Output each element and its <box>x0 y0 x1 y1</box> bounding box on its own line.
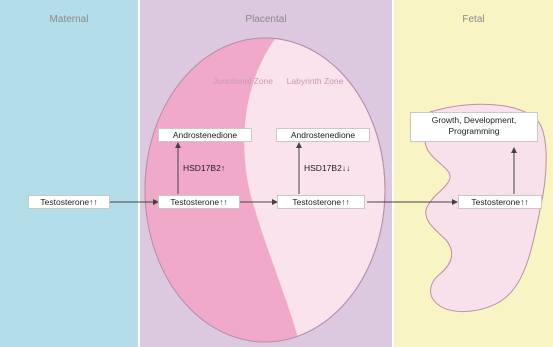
fetal-testosterone: Testosterone↑↑ <box>458 195 542 209</box>
junctional-testosterone: Testosterone↑↑ <box>158 195 240 209</box>
maternal-title: Maternal <box>49 14 89 25</box>
double-up-arrow-icon: ↑↑ <box>341 197 350 207</box>
labyrinth-enzyme: HSD17B2↓↓ <box>304 163 350 173</box>
fetal-testosterone-label: Testosterone <box>471 197 521 207</box>
junctional-testosterone-label: Testosterone <box>170 197 220 207</box>
junctional-zone-label: Junctional Zone <box>212 76 273 86</box>
labyrinth-testosterone-label: Testosterone <box>292 197 342 207</box>
junctional-androstenedione: Androstenedione <box>158 128 252 142</box>
labyrinth-androstenedione: Androstenedione <box>276 128 370 142</box>
junctional-enzyme-name: HSD17B2 <box>183 163 221 173</box>
double-up-arrow-icon: ↑↑ <box>520 197 529 207</box>
labyrinth-testosterone: Testosterone↑↑ <box>277 195 365 209</box>
placental-title: Placental <box>245 14 287 25</box>
labyrinth-zone-label: Labyrinth Zone <box>286 76 344 86</box>
maternal-testosterone-label: Testosterone <box>40 197 90 207</box>
junctional-enzyme: HSD17B2↑ <box>183 163 225 173</box>
labyrinth-enzyme-name: HSD17B2 <box>304 163 342 173</box>
up-arrow-icon: ↑ <box>220 163 226 173</box>
double-up-arrow-icon: ↑↑ <box>89 197 98 207</box>
maternal-panel: Maternal <box>0 0 138 347</box>
double-up-arrow-icon: ↑↑ <box>219 197 228 207</box>
double-down-arrow-icon: ↓↓ <box>341 163 351 173</box>
fetal-title: Fetal <box>462 14 485 25</box>
junctional-zone <box>145 38 300 342</box>
fetal-outcome: Growth, Development, Programming <box>410 112 538 142</box>
maternal-testosterone: Testosterone↑↑ <box>28 195 110 209</box>
